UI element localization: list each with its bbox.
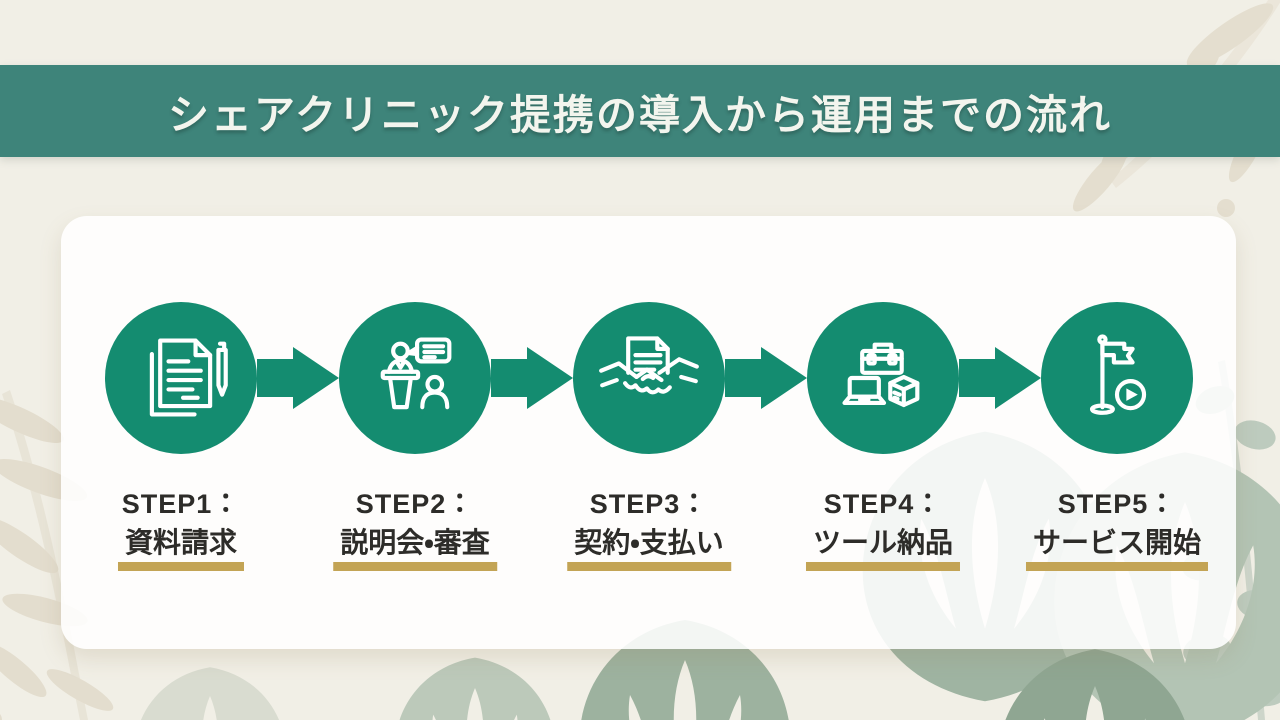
page-title: シェアクリニック提携の導入から運用までの流れ — [168, 92, 1112, 138]
step-4-label: STEP4： ツール納品 — [805, 487, 961, 571]
step-2-circle — [339, 302, 491, 454]
step-5-name: サービス開始 — [1025, 526, 1209, 571]
step-3-name: 契約・支払い — [567, 526, 731, 571]
step-2-name: 説明会・審査 — [333, 526, 497, 571]
presentation-icon — [380, 337, 452, 410]
step-1-circle — [105, 302, 257, 454]
flow-arrow-icon — [257, 347, 339, 409]
flow-arrow-icon — [491, 347, 573, 409]
step-1-number: STEP1： — [121, 489, 241, 519]
handshake-contract-icon — [599, 336, 699, 395]
flow-arrow-icon — [959, 347, 1041, 409]
step-5-number: STEP5： — [1057, 489, 1177, 519]
step-2-number: STEP2： — [355, 489, 475, 519]
step-5: STEP5： サービス開始 — [1025, 302, 1209, 571]
step-2: STEP2： 説明会・審査 — [333, 302, 497, 571]
monstera-leaf-decoration — [141, 667, 279, 720]
step-4-circle — [807, 302, 959, 454]
step-3-number: STEP3： — [589, 489, 709, 519]
step-1-name: 資料請求 — [117, 526, 245, 571]
step-5-label: STEP5： サービス開始 — [1025, 487, 1209, 571]
step-4: STEP4： ツール納品 — [805, 302, 961, 571]
tools-delivery-icon — [842, 342, 920, 408]
step-1-label: STEP1： 資料請求 — [117, 487, 245, 571]
title-banner: シェアクリニック提携の導入から運用までの流れ — [0, 65, 1280, 157]
step-1: STEP1： 資料請求 — [105, 302, 257, 571]
step-3-label: STEP3： 契約・支払い — [567, 487, 731, 571]
step-5-circle — [1041, 302, 1193, 454]
monstera-leaf-decoration — [399, 657, 551, 720]
step-3: STEP3： 契約・支払い — [567, 302, 731, 571]
flag-start-icon — [1089, 334, 1147, 415]
step-2-label: STEP2： 説明会・審査 — [333, 487, 497, 571]
step-4-number: STEP4： — [823, 489, 943, 519]
process-flow-card: STEP1： 資料請求 — [61, 216, 1236, 649]
step-flow: STEP1： 資料請求 — [105, 302, 1209, 571]
flow-arrow-icon — [725, 347, 807, 409]
step-4-name: ツール納品 — [805, 526, 961, 571]
documents-pen-icon — [149, 338, 228, 417]
monstera-leaf-decoration — [1005, 649, 1185, 720]
step-3-circle — [573, 302, 725, 454]
